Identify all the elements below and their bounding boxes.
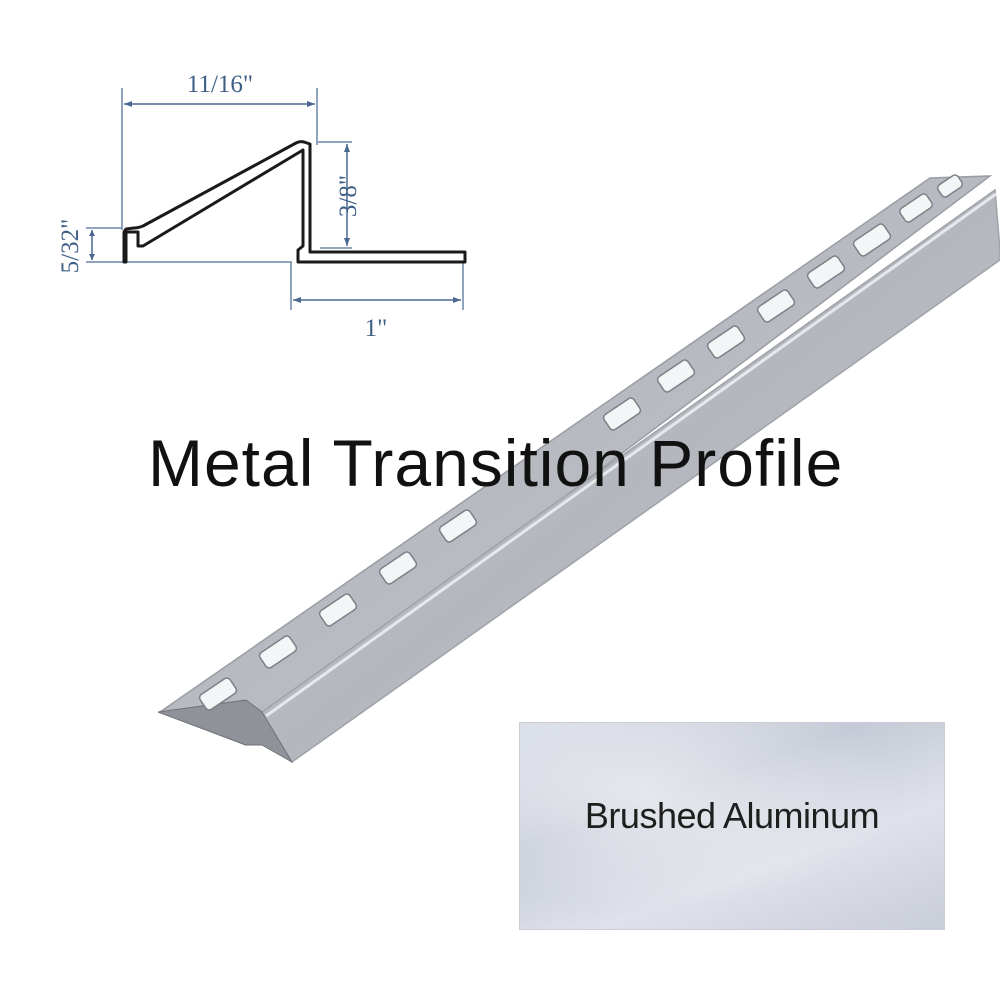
finish-swatch: Brushed Aluminum: [519, 722, 945, 930]
perforation-hole: [806, 255, 846, 289]
ramp-edge-highlight: [265, 192, 997, 718]
perforation-holes: [198, 174, 964, 711]
arrowhead: [293, 297, 301, 303]
perforation-hole: [258, 635, 298, 669]
perforation-hole: [756, 289, 796, 323]
finish-label: Brushed Aluminum: [584, 795, 880, 836]
perforation-hole: [936, 174, 964, 198]
dimension-label-left-height: 5/32": [57, 219, 84, 274]
perforation-hole: [318, 593, 358, 627]
perforation-hole: [198, 677, 238, 711]
profile-cross-section: 11/16" 3/8" 5/32" 1": [57, 71, 467, 342]
dimension-label-base-width: 1": [365, 315, 388, 342]
perforation-hole: [378, 551, 418, 585]
metal-profile-render: [157, 174, 1000, 764]
arrowhead: [344, 238, 350, 246]
perforation-hole: [706, 325, 746, 359]
arrowhead: [89, 254, 95, 260]
dimension-label-riser-height: 3/8": [335, 175, 362, 217]
perforation-hole: [438, 509, 478, 543]
arrowhead: [453, 297, 461, 303]
profile-outline: [122, 140, 467, 264]
profile-end-cap: [157, 699, 294, 764]
arrowhead: [124, 101, 132, 107]
perforation-hole: [852, 223, 892, 257]
perforation-hole: [656, 359, 696, 393]
arrowhead: [344, 144, 350, 152]
arrowhead: [307, 101, 315, 107]
product-title: Metal Transition Profile: [148, 426, 844, 500]
perforation-hole: [602, 397, 642, 431]
dimension-label-top-width: 11/16": [187, 71, 253, 98]
perforation-hole: [899, 193, 933, 223]
arrowhead: [89, 230, 95, 236]
